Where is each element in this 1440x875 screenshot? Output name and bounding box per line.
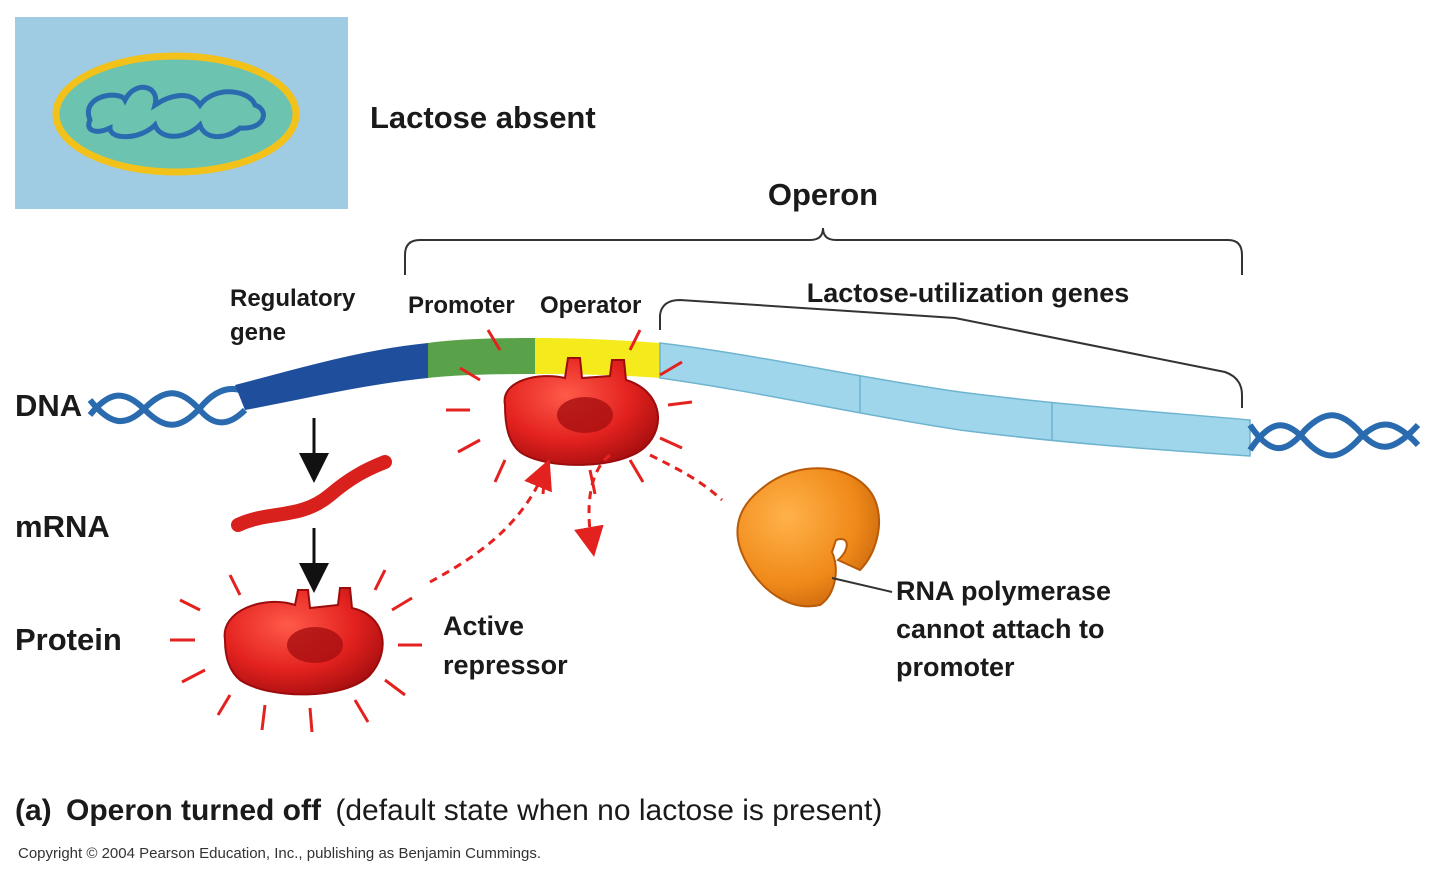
operator-label: Operator (540, 292, 641, 319)
inset-caption: Lactose absent (370, 100, 596, 135)
polymerase-label-3: promoter (896, 652, 1015, 682)
repressor-binding-arrow (429, 458, 552, 584)
dna-helix-right (1247, 412, 1421, 459)
dna-strand (235, 338, 1251, 457)
regulatory-gene-label-1: Regulatory (230, 285, 356, 312)
polymerase-label-2: cannot attach to (896, 614, 1105, 644)
mrna-label: mRNA (15, 509, 110, 544)
rna-polymerase (736, 467, 880, 608)
active-repressor-label-2: repressor (443, 650, 568, 680)
lactose-genes-segment (659, 342, 1251, 457)
caption-rest: (default state when no lactose is presen… (335, 794, 882, 827)
copyright-notice: Copyright © 2004 Pearson Education, Inc.… (18, 845, 541, 862)
regulatory-gene-segment (235, 343, 428, 410)
bacterium-cell (52, 52, 300, 176)
blocked-transcription-arrow (574, 453, 611, 557)
regulatory-gene-label-2: gene (230, 319, 286, 346)
chromosome-dna (85, 84, 266, 140)
repressor-bound-operator (446, 329, 693, 495)
mrna-strand (231, 455, 392, 532)
operon-label: Operon (768, 177, 878, 212)
promoter-label: Promoter (408, 292, 515, 319)
dna-label: DNA (15, 388, 82, 423)
operator-segment (535, 338, 660, 378)
promoter-segment (428, 338, 535, 378)
active-repressor-label-1: Active (443, 611, 524, 641)
operon-bracket (404, 227, 1243, 275)
polymerase-label-1: RNA polymerase (896, 576, 1111, 606)
polymerase-blocked-line (649, 453, 724, 502)
polymerase-leader-line (831, 577, 893, 593)
active-repressor-free (170, 569, 422, 733)
caption-bold: Operon turned off (66, 794, 322, 827)
caption-part: (a) (15, 794, 52, 827)
figure-caption: (a) Operon turned off (default state whe… (15, 794, 882, 827)
inset-panel (15, 17, 348, 209)
dna-helix-left (87, 386, 248, 428)
protein-label: Protein (15, 622, 122, 657)
lactose-genes-label: Lactose-utilization genes (807, 278, 1130, 308)
lactose-genes-bracket (659, 298, 1243, 408)
